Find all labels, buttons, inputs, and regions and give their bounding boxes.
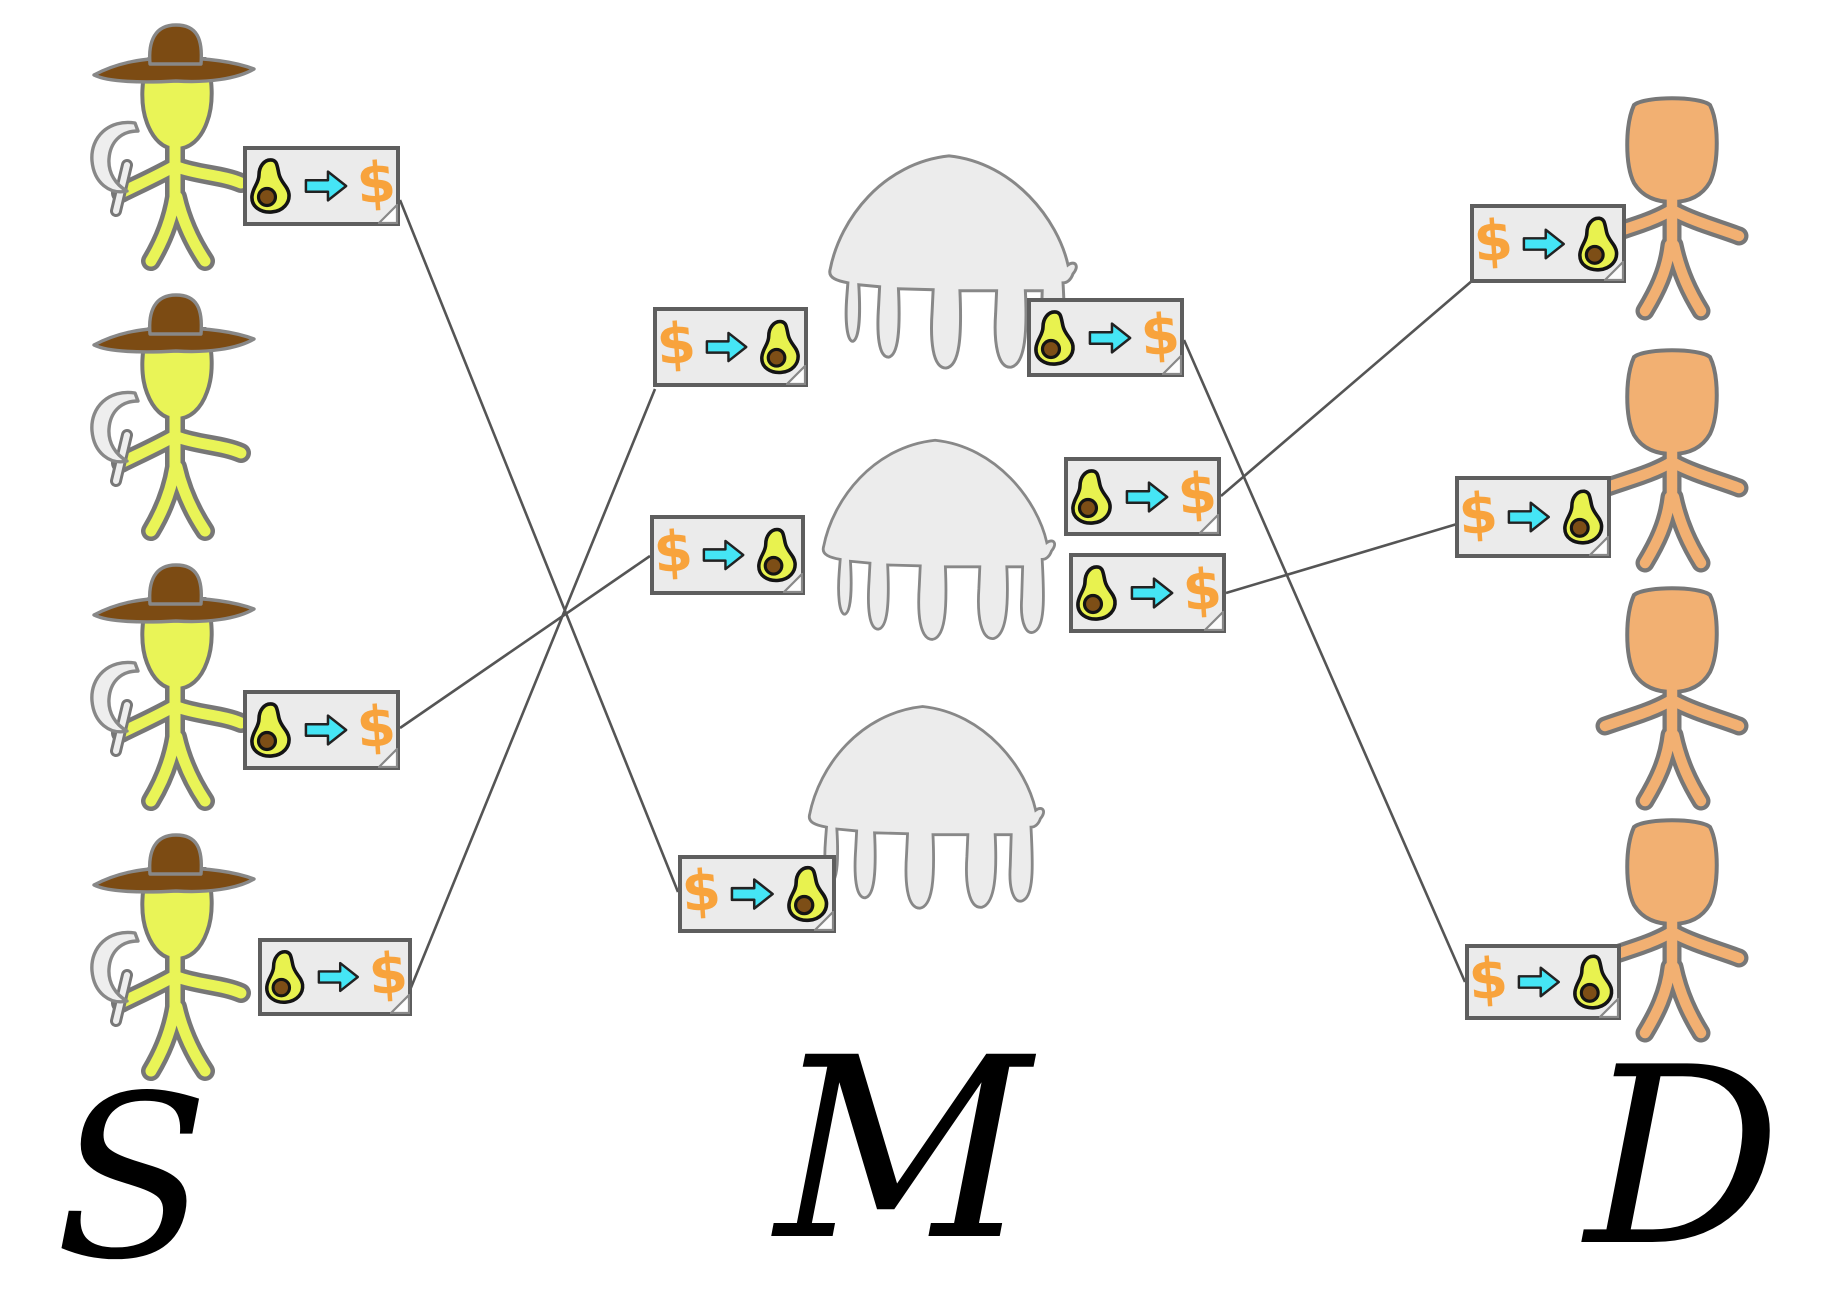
label-supply: S xyxy=(55,1048,210,1300)
folded-corner-icon xyxy=(1604,261,1624,281)
dollar-sign: $ xyxy=(679,857,724,926)
avocado-icon xyxy=(1031,308,1079,368)
arrow-right-icon xyxy=(1125,479,1169,515)
order-card-card-s3-sell: $ xyxy=(243,690,400,770)
folded-corner-icon xyxy=(783,573,803,593)
arrow-right-icon xyxy=(317,959,360,995)
folded-corner-icon xyxy=(1162,355,1182,375)
buyer-figure-d4 xyxy=(1605,820,1739,1033)
match-line-card-s3-card-m2 xyxy=(399,554,651,730)
buyer-figure-d2 xyxy=(1605,350,1739,563)
order-card-card-d2-buy: $ xyxy=(1455,476,1611,558)
arrow-right-icon xyxy=(730,876,775,912)
buyer-figure-d3 xyxy=(1605,588,1739,801)
dollar-sign: $ xyxy=(654,310,699,379)
market-building-m2 xyxy=(821,438,1057,641)
avocado-icon xyxy=(1073,563,1121,623)
arrow-right-icon xyxy=(1517,964,1561,1000)
order-card-card-d1-buy: $ xyxy=(1470,204,1626,283)
order-card-card-r2-sell: $ xyxy=(1064,457,1221,536)
order-card-card-s1-sell: $ xyxy=(243,146,400,226)
arrow-right-icon xyxy=(702,537,745,573)
dollar-sign: $ xyxy=(1471,207,1516,275)
arrow-right-icon xyxy=(1522,226,1566,262)
match-line-card-r3-card-d2 xyxy=(1225,522,1458,595)
dollar-sign: $ xyxy=(1456,480,1501,549)
folded-corner-icon xyxy=(814,911,834,931)
seller-figure-s1 xyxy=(92,25,254,261)
order-card-card-d4-buy: $ xyxy=(1465,944,1621,1020)
seller-figure-s3 xyxy=(92,565,254,801)
order-card-card-r1-sell: $ xyxy=(1027,298,1184,377)
match-line-card-s4-card-m1 xyxy=(408,388,657,991)
label-demand: D xyxy=(1585,1015,1782,1300)
avocado-icon xyxy=(247,156,295,216)
match-line-card-r2-card-d1 xyxy=(1220,279,1474,497)
folded-corner-icon xyxy=(1589,536,1609,556)
order-card-card-m3-buy: $ xyxy=(678,855,836,933)
folded-corner-icon xyxy=(1599,998,1619,1018)
match-lines xyxy=(398,199,1474,991)
seller-figure-s4 xyxy=(92,835,254,1071)
arrow-right-icon xyxy=(705,329,748,365)
folded-corner-icon xyxy=(1204,611,1224,631)
match-line-card-s1-card-m3 xyxy=(398,199,680,893)
avocado-icon xyxy=(1068,467,1116,527)
market-buildings xyxy=(807,154,1078,910)
label-markets: M xyxy=(775,1004,1031,1295)
folded-corner-icon xyxy=(390,994,410,1014)
order-card-card-m2-buy: $ xyxy=(650,515,805,595)
folded-corner-icon xyxy=(1199,514,1219,534)
folded-corner-icon xyxy=(786,365,806,385)
seller-figure-s2 xyxy=(92,295,254,531)
market-building-m3 xyxy=(807,705,1045,910)
arrow-right-icon xyxy=(1130,575,1174,611)
dollar-sign: $ xyxy=(651,518,696,587)
match-line-card-r1-card-d4 xyxy=(1182,339,1467,983)
arrow-right-icon xyxy=(1088,320,1132,356)
dollar-sign: $ xyxy=(1466,945,1511,1014)
arrow-right-icon xyxy=(304,168,348,204)
arrow-right-icon xyxy=(1507,499,1551,535)
arrow-right-icon xyxy=(304,712,348,748)
folded-corner-icon xyxy=(378,204,398,224)
avocado-icon xyxy=(262,947,308,1007)
order-card-card-s4-sell: $ xyxy=(258,938,412,1016)
order-card-card-m1-buy: $ xyxy=(653,307,808,387)
folded-corner-icon xyxy=(378,748,398,768)
order-card-card-r3-sell: $ xyxy=(1069,553,1226,633)
avocado-icon xyxy=(247,700,295,760)
